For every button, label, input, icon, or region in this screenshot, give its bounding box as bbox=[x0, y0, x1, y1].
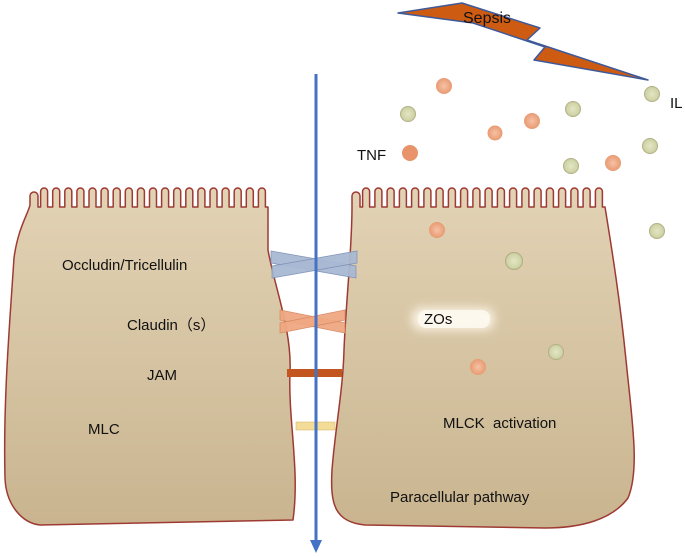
tnf-label: TNF bbox=[357, 147, 386, 164]
jam-label: JAM bbox=[147, 367, 177, 384]
zos-label: ZOs bbox=[424, 311, 452, 328]
mlck-activation-label: MLCK activation bbox=[443, 415, 556, 432]
tnf-legend-particle bbox=[402, 145, 418, 161]
sepsis-lightning-bolt bbox=[397, 2, 649, 81]
il-particles bbox=[400, 101, 665, 360]
left-epithelial-cell bbox=[3, 187, 296, 526]
tnf-particles bbox=[429, 78, 621, 375]
il-legend-particle bbox=[644, 86, 660, 102]
occludin-tricellulin-label: Occludin/Tricellulin bbox=[62, 257, 187, 274]
claudin-label: Claudin（s） bbox=[127, 317, 215, 334]
paracellular-flow-arrow bbox=[310, 74, 322, 553]
paracellular-pathway-label: Paracellular pathway bbox=[390, 489, 530, 506]
claudin-junction bbox=[279, 309, 346, 334]
occludin-tricellulin-junction bbox=[270, 250, 358, 279]
mlc-label: MLC bbox=[88, 421, 120, 438]
sepsis-label: Sepsis bbox=[463, 10, 511, 27]
right-epithelial-cell bbox=[330, 187, 635, 529]
il-label: IL bbox=[670, 95, 683, 112]
